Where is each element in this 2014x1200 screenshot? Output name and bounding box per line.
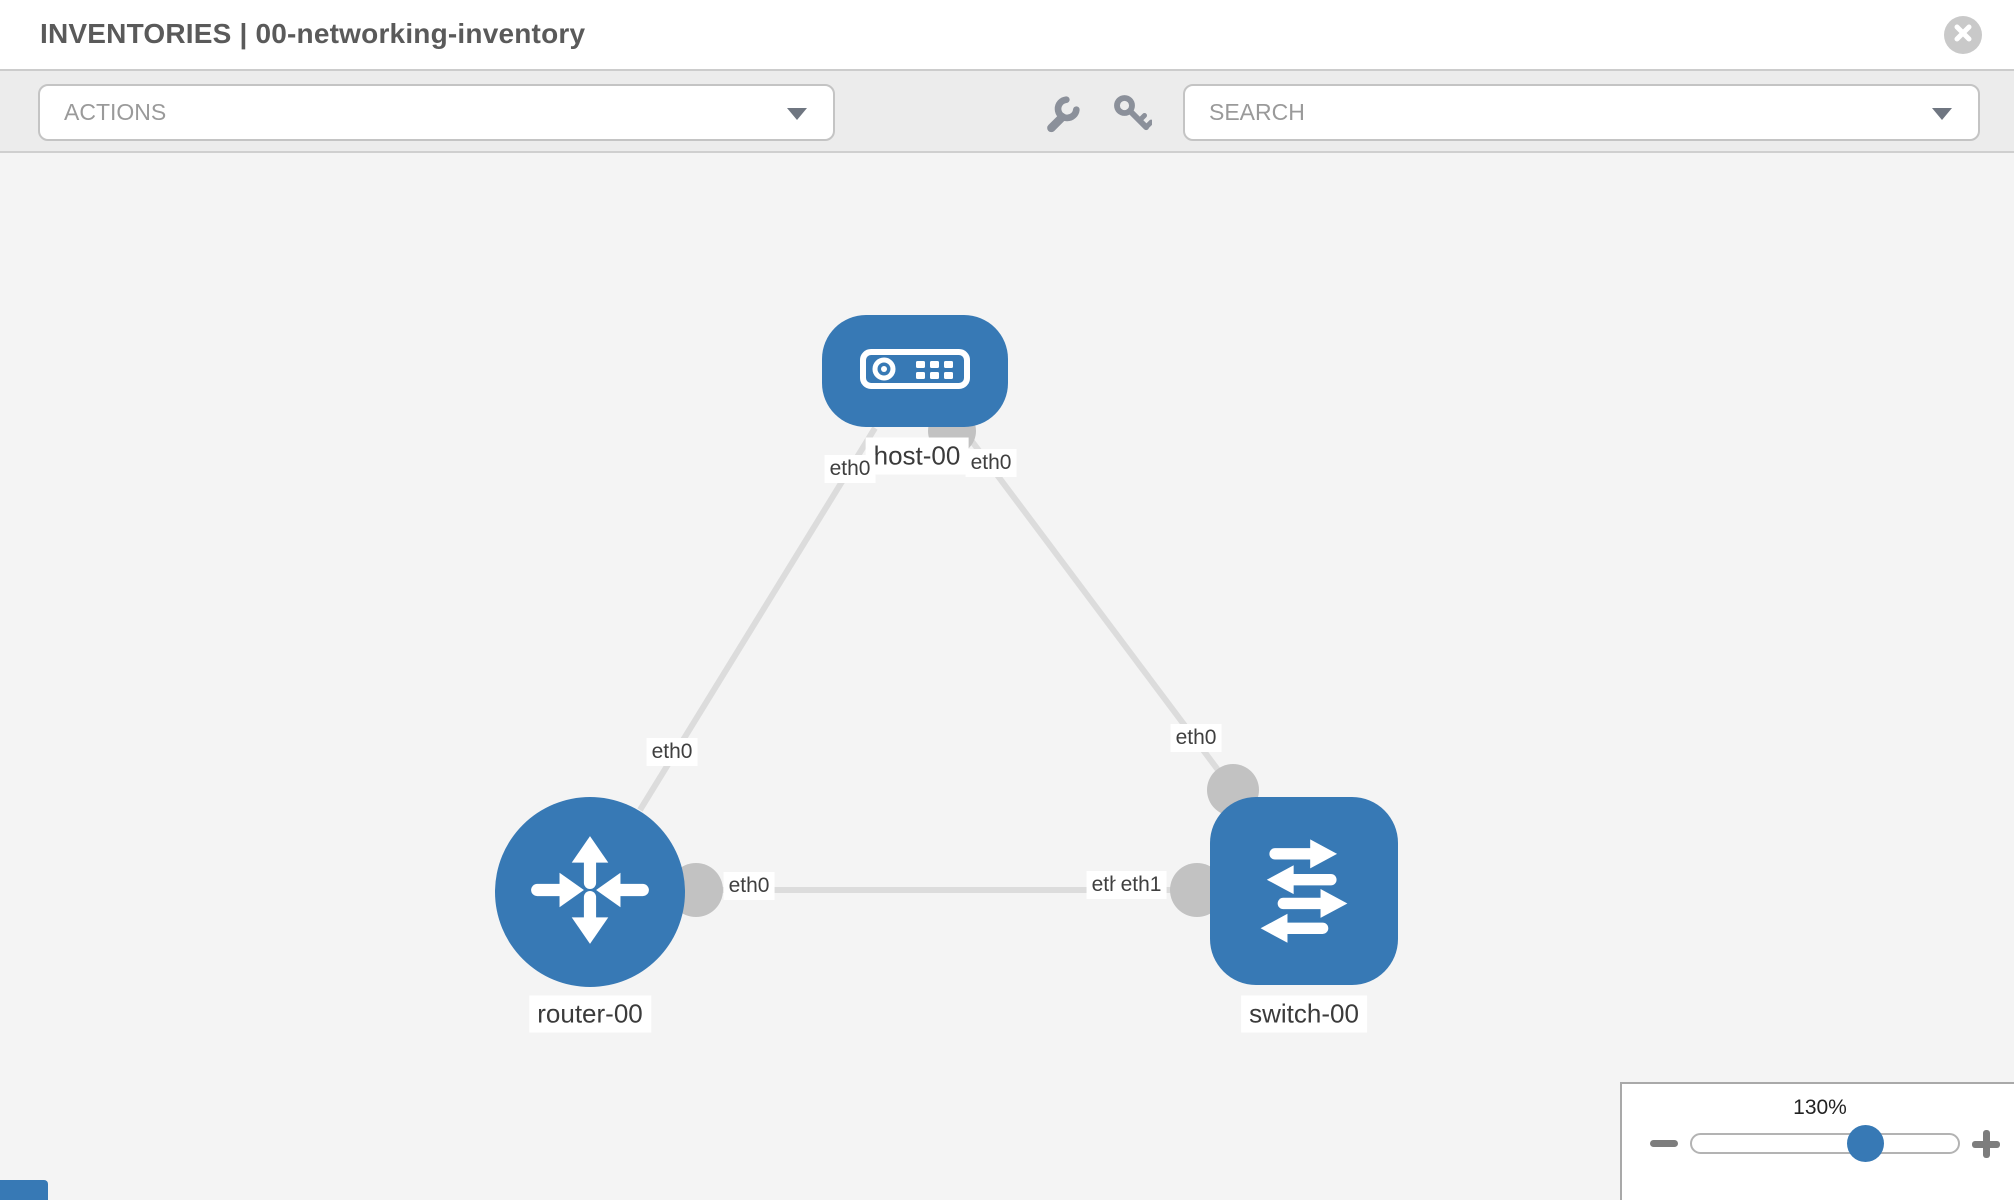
- interface-label-eth0: eth0: [965, 449, 1017, 477]
- close-button[interactable]: [1944, 16, 1982, 54]
- node-router-00[interactable]: [495, 797, 685, 987]
- node-label-host-00: host-00: [865, 437, 969, 475]
- switch-icon: [1242, 827, 1366, 956]
- actions-dropdown[interactable]: ACTIONS: [38, 84, 835, 141]
- chevron-down-icon: [1932, 107, 1952, 120]
- node-label-router-00: router-00: [529, 995, 651, 1033]
- zoom-percent-label: 130%: [1793, 1096, 1847, 1119]
- key-icon[interactable]: [1112, 93, 1154, 133]
- wrench-icon[interactable]: [1043, 93, 1083, 133]
- search-dropdown-label: SEARCH: [1209, 99, 1305, 125]
- zoom-slider-handle[interactable]: [1847, 1125, 1884, 1162]
- chevron-down-icon: [787, 107, 807, 120]
- node-host-00[interactable]: [822, 315, 1008, 427]
- router-icon: [524, 824, 656, 961]
- actions-dropdown-label: ACTIONS: [64, 99, 167, 125]
- host-icon: [859, 343, 971, 400]
- topology-links: [637, 426, 1236, 893]
- interface-label-eth1: eth1: [1115, 871, 1167, 899]
- search-dropdown[interactable]: SEARCH: [1183, 84, 1980, 141]
- zoom-in-button[interactable]: [1972, 1130, 2000, 1158]
- toolbar: ACTIONS SEARCH: [0, 71, 2014, 153]
- zoom-slider-track[interactable]: [1690, 1133, 1960, 1154]
- bottom-left-panel-edge: [0, 1180, 48, 1200]
- node-label-switch-00: switch-00: [1241, 995, 1367, 1033]
- interface-label-eth0: eth0: [824, 455, 876, 483]
- interface-label-eth0: eth0: [723, 872, 775, 900]
- interface-label-eth0: eth0: [1170, 724, 1222, 752]
- topology-canvas[interactable]: host-00 router-00 switch-00 eth0 eth0 et…: [0, 153, 2014, 1200]
- zoom-control-panel: 130%: [1620, 1082, 2014, 1200]
- page-title: INVENTORIES | 00-networking-inventory: [40, 18, 586, 49]
- zoom-out-button[interactable]: [1650, 1140, 1678, 1147]
- interface-label-eth0: eth0: [646, 738, 698, 766]
- close-icon: [1953, 23, 1973, 48]
- node-switch-00[interactable]: [1210, 797, 1398, 985]
- header-bar: INVENTORIES | 00-networking-inventory: [0, 0, 2014, 71]
